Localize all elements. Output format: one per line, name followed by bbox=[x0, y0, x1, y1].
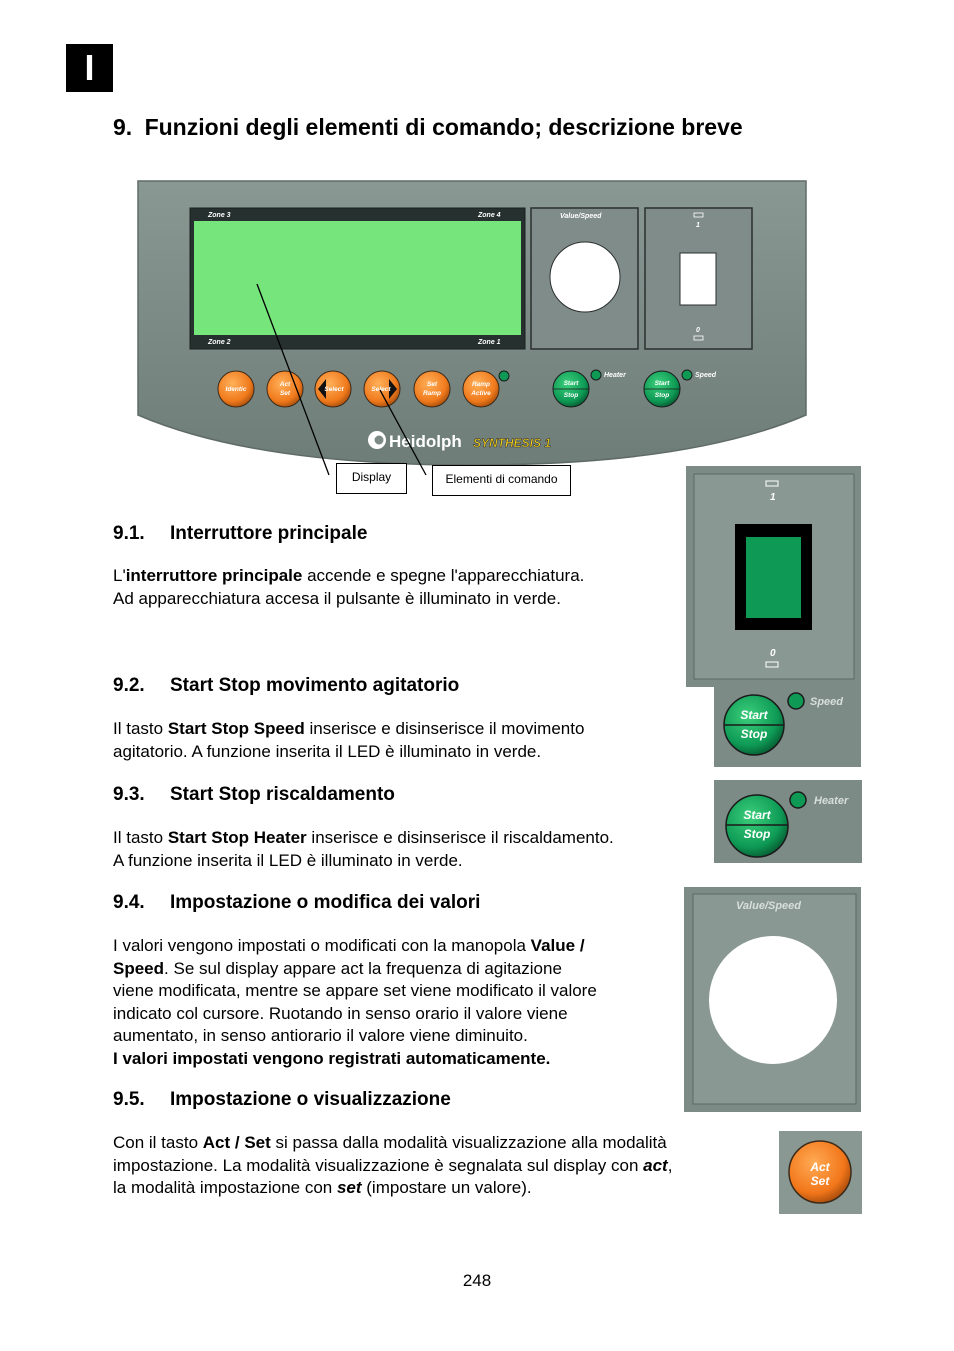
act-set-button[interactable] bbox=[788, 1140, 852, 1204]
section-9-5-text: Con il tasto Act / Set si passa dalla mo… bbox=[113, 1133, 673, 1197]
section-title: Impostazione o modifica dei valori bbox=[170, 892, 481, 913]
identic-button[interactable] bbox=[217, 370, 255, 408]
zone3-label: Zone 3 bbox=[207, 212, 231, 219]
heater-label: Heater bbox=[604, 372, 627, 379]
section-9-4-heading: 9.4. Impostazione o modifica dei valori bbox=[113, 892, 480, 914]
page-title: 9. Funzioni degli elementi di comando; d… bbox=[113, 114, 743, 141]
set-ramp-label-2: Ramp bbox=[423, 390, 441, 397]
language-tab: I bbox=[66, 44, 113, 92]
switch-on-label: 1 bbox=[770, 492, 776, 503]
stop-label: Stop bbox=[744, 827, 771, 841]
section-9-1-text: L'interruttore principale accende e speg… bbox=[113, 566, 585, 608]
speed-start-stop-closeup: Start Stop Speed bbox=[714, 686, 861, 767]
orange-buttons: Identic Act Set Select Select Set Ramp R… bbox=[217, 370, 500, 408]
select-left-label: Select bbox=[324, 386, 344, 393]
select-right-button[interactable] bbox=[363, 370, 401, 408]
identic-label: Identic bbox=[226, 386, 247, 393]
section-9-1-heading: 9.1. Interruttore principale bbox=[113, 523, 367, 545]
zone2-label: Zone 2 bbox=[207, 339, 231, 346]
section-9-4-text: I valori vengono impostati o modificati … bbox=[113, 936, 597, 1068]
heading-number: 9. bbox=[113, 114, 133, 140]
select-left-button[interactable] bbox=[314, 370, 352, 408]
value-speed-knob[interactable] bbox=[709, 936, 837, 1064]
arrow-right-icon bbox=[389, 379, 397, 399]
value-speed-closeup: Value/Speed bbox=[684, 887, 861, 1112]
speed-led bbox=[681, 369, 693, 381]
section-number: 9.5. bbox=[113, 1089, 145, 1110]
section-9-5-heading: 9.5. Impostazione o visualizzazione bbox=[113, 1089, 451, 1111]
section-title: Interruttore principale bbox=[170, 523, 368, 544]
controls-callout-line bbox=[379, 389, 427, 476]
heater-label: Heater bbox=[814, 795, 849, 807]
set-label: Set bbox=[280, 390, 291, 397]
speed-led bbox=[787, 692, 805, 710]
heater-start-stop-button[interactable] bbox=[725, 794, 789, 858]
value-speed-knob[interactable] bbox=[549, 241, 621, 313]
section-number: 9.3. bbox=[113, 784, 145, 805]
section-number: 9.1. bbox=[113, 523, 145, 544]
section-title: Start Stop movimento agitatorio bbox=[170, 675, 460, 696]
stop-label: Stop bbox=[741, 727, 768, 741]
control-panel-illustration: Zone 3 Zone 4 Zone 2 Zone 1 Value/Speed … bbox=[137, 180, 807, 476]
mains-off-icon bbox=[693, 335, 704, 341]
heater-led bbox=[590, 369, 602, 381]
mains-on-icon bbox=[765, 480, 779, 487]
controls-callout: Elementi di comando bbox=[432, 465, 571, 496]
set-label: Set bbox=[811, 1174, 831, 1188]
section-9-3-heading: 9.3. Start Stop riscaldamento bbox=[113, 784, 395, 806]
display-callout-line bbox=[256, 283, 330, 476]
speed-stop-label: Stop bbox=[655, 392, 669, 399]
heater-start-label: Start bbox=[564, 380, 580, 387]
select-right-label: Select bbox=[371, 386, 391, 393]
section-title: Start Stop riscaldamento bbox=[170, 784, 395, 805]
act-label: Act bbox=[279, 381, 291, 388]
arrow-left-icon bbox=[318, 379, 326, 399]
main-switch-closeup: 1 0 bbox=[686, 466, 861, 687]
model-name: SYNTHESIS 1 bbox=[473, 436, 551, 450]
mains-off-icon bbox=[765, 661, 779, 668]
start-label: Start bbox=[740, 708, 768, 722]
main-switch[interactable] bbox=[679, 252, 717, 306]
zone4-label: Zone 4 bbox=[477, 212, 501, 219]
brand-name: Heidolph bbox=[389, 432, 462, 451]
speed-label: Speed bbox=[810, 696, 843, 708]
act-set-closeup: Act Set bbox=[779, 1131, 862, 1214]
value-speed-label: Value/Speed bbox=[560, 213, 602, 220]
heater-start-stop-closeup: Start Stop Heater bbox=[714, 780, 862, 863]
value-speed-label: Value/Speed bbox=[736, 900, 801, 912]
display-callout: Display bbox=[336, 463, 407, 494]
zone1-label: Zone 1 bbox=[477, 339, 501, 346]
speed-start-label: Start bbox=[655, 380, 671, 387]
switch-off-label: 0 bbox=[770, 648, 776, 659]
page-number: 248 bbox=[462, 1271, 492, 1290]
heading-title: Funzioni degli elementi di comando; desc… bbox=[144, 114, 743, 140]
section-title: Impostazione o visualizzazione bbox=[170, 1089, 451, 1110]
section-9-2-text: Il tasto Start Stop Speed inserisce e di… bbox=[113, 719, 585, 761]
ramp-led bbox=[498, 370, 510, 382]
start-label: Start bbox=[743, 808, 771, 822]
section-9-3-text: Il tasto Start Stop Heater inserisce e d… bbox=[113, 828, 614, 870]
section-9-2-heading: 9.2. Start Stop movimento agitatorio bbox=[113, 675, 459, 697]
act-label: Act bbox=[809, 1160, 830, 1174]
section-number: 9.2. bbox=[113, 675, 145, 696]
ramp-active-label-2: Active bbox=[470, 390, 491, 397]
act-set-button[interactable] bbox=[266, 370, 304, 408]
set-ramp-button[interactable] bbox=[413, 370, 451, 408]
ramp-active-label-1: Ramp bbox=[472, 381, 490, 388]
switch-off-label: 0 bbox=[696, 327, 700, 334]
section-number: 9.4. bbox=[113, 892, 145, 913]
heater-led bbox=[789, 791, 807, 809]
heater-stop-label: Stop bbox=[564, 392, 578, 399]
ramp-active-button[interactable] bbox=[462, 370, 500, 408]
switch-on-label: 1 bbox=[696, 222, 700, 229]
set-ramp-label-1: Set bbox=[427, 381, 438, 388]
speed-label: Speed bbox=[695, 372, 717, 379]
mains-on-icon bbox=[693, 212, 704, 218]
